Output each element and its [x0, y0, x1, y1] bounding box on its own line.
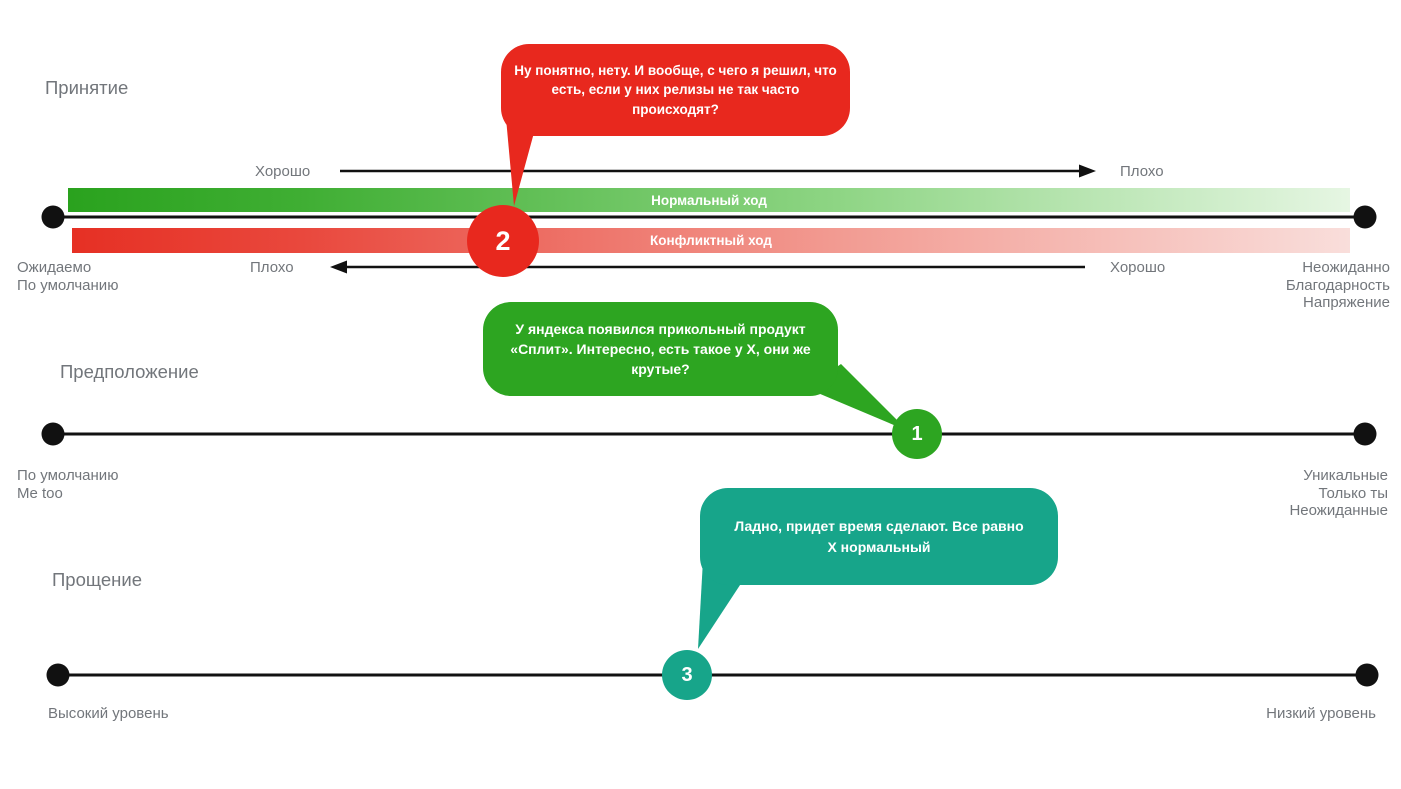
end-label: По умолчанию [17, 276, 119, 294]
arrow-right-icon [1079, 164, 1096, 178]
end-label: Благодарность [1285, 276, 1390, 294]
endpoint-dot-left [46, 663, 70, 687]
normal-course-bar-label: Нормальный ход [651, 192, 767, 208]
bottom-scale-left-label: Плохо [250, 259, 294, 276]
section-title-forgiveness: Прощение [52, 569, 143, 590]
step-marker-2: 2 [467, 205, 539, 277]
step-marker-3: 3 [662, 650, 712, 700]
end-label: Неожиданно [1302, 259, 1390, 276]
speech-bubble-red: Ну понятно, нету. И вообще, с чего я реш… [501, 44, 850, 136]
end-label: Неожиданные [1289, 502, 1388, 519]
step-marker-2-number: 2 [495, 225, 511, 256]
end-label: Уникальные [1303, 467, 1388, 484]
acceptance-left-end-labels: Ожидаемо По умолчанию [17, 259, 118, 294]
step-marker-3-number: 3 [681, 663, 693, 686]
end-label: Напряжение [1303, 294, 1390, 311]
speech-bubble-teal-text: Ладно, придет время сделают. Все равно X… [734, 518, 1024, 555]
step-marker-1-number: 1 [911, 422, 923, 445]
conflict-course-bar: Конфликтный ход [72, 228, 1350, 253]
speech-bubble-red-text: Ну понятно, нету. И вообще, с чего я реш… [514, 62, 837, 117]
speech-bubble-green: У яндекса появился прикольный продукт «С… [483, 302, 838, 396]
forgiveness-right-end-label: Низкий уровень [1266, 705, 1376, 722]
forgiveness-left-end-label: Высокий уровень [48, 705, 169, 722]
section-title-acceptance: Принятие [45, 77, 129, 98]
arrow-left-icon [330, 260, 347, 274]
bottom-scale-right-label: Хорошо [1110, 259, 1166, 276]
endpoint-dot-left [41, 422, 65, 446]
acceptance-right-end-labels: Неожиданно Благодарность Напряжение [1286, 259, 1390, 312]
red-bubble-tail [506, 118, 538, 206]
endpoint-dot-left [41, 205, 65, 229]
speech-bubble-green-text: У яндекса появился прикольный продукт «С… [510, 320, 811, 378]
step-marker-1: 1 [892, 409, 942, 459]
section-title-assumption: Предположение [60, 361, 199, 382]
normal-course-bar: Нормальный ход [68, 188, 1350, 212]
speech-bubble-teal: Ладно, придет время сделают. Все равно X… [700, 488, 1058, 585]
endpoint-dot-right [1353, 422, 1377, 446]
endpoint-dot-right [1353, 205, 1377, 229]
top-scale-right-label: Плохо [1120, 163, 1164, 180]
assumption-right-end-labels: Уникальные Только ты Неожиданные [1289, 467, 1388, 520]
end-label: Me too [17, 484, 63, 502]
conflict-course-bar-label: Конфликтный ход [650, 233, 772, 248]
endpoint-dot-right [1355, 663, 1379, 687]
end-label: По умолчанию [17, 467, 119, 484]
end-label: Только ты [1318, 484, 1388, 502]
end-label: Ожидаемо [17, 259, 92, 276]
assumption-left-end-labels: По умолчанию Me too [17, 467, 118, 502]
top-scale-left-label: Хорошо [255, 163, 311, 180]
